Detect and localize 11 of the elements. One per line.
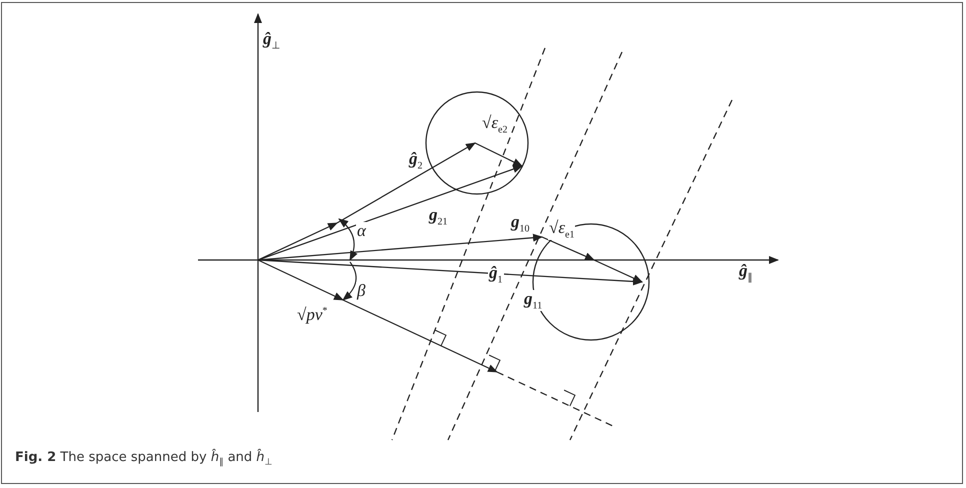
figure-caption: Fig. 2 The space spanned by ĥ$_{∥}$ and ĥ$_{⊥}$: [15, 450, 272, 468]
vector-label: α: [356, 222, 367, 239]
vector-label: √ε$_{e1}$: [548, 219, 576, 240]
vector-label: ĝ$_{1}$: [488, 264, 504, 286]
vector-label: ĝ$_{∥}$: [738, 262, 754, 284]
vector-label: √pv$^{*}$: [296, 306, 328, 323]
vector-label: ĝ$_{⊥}$: [262, 30, 282, 52]
vector-label: ĝ$_{2}$: [408, 150, 424, 172]
vector-label: β: [356, 282, 366, 299]
vector-label: √ε$_{e2}$: [481, 114, 508, 136]
vector-label: g$_{11}$: [523, 290, 544, 312]
